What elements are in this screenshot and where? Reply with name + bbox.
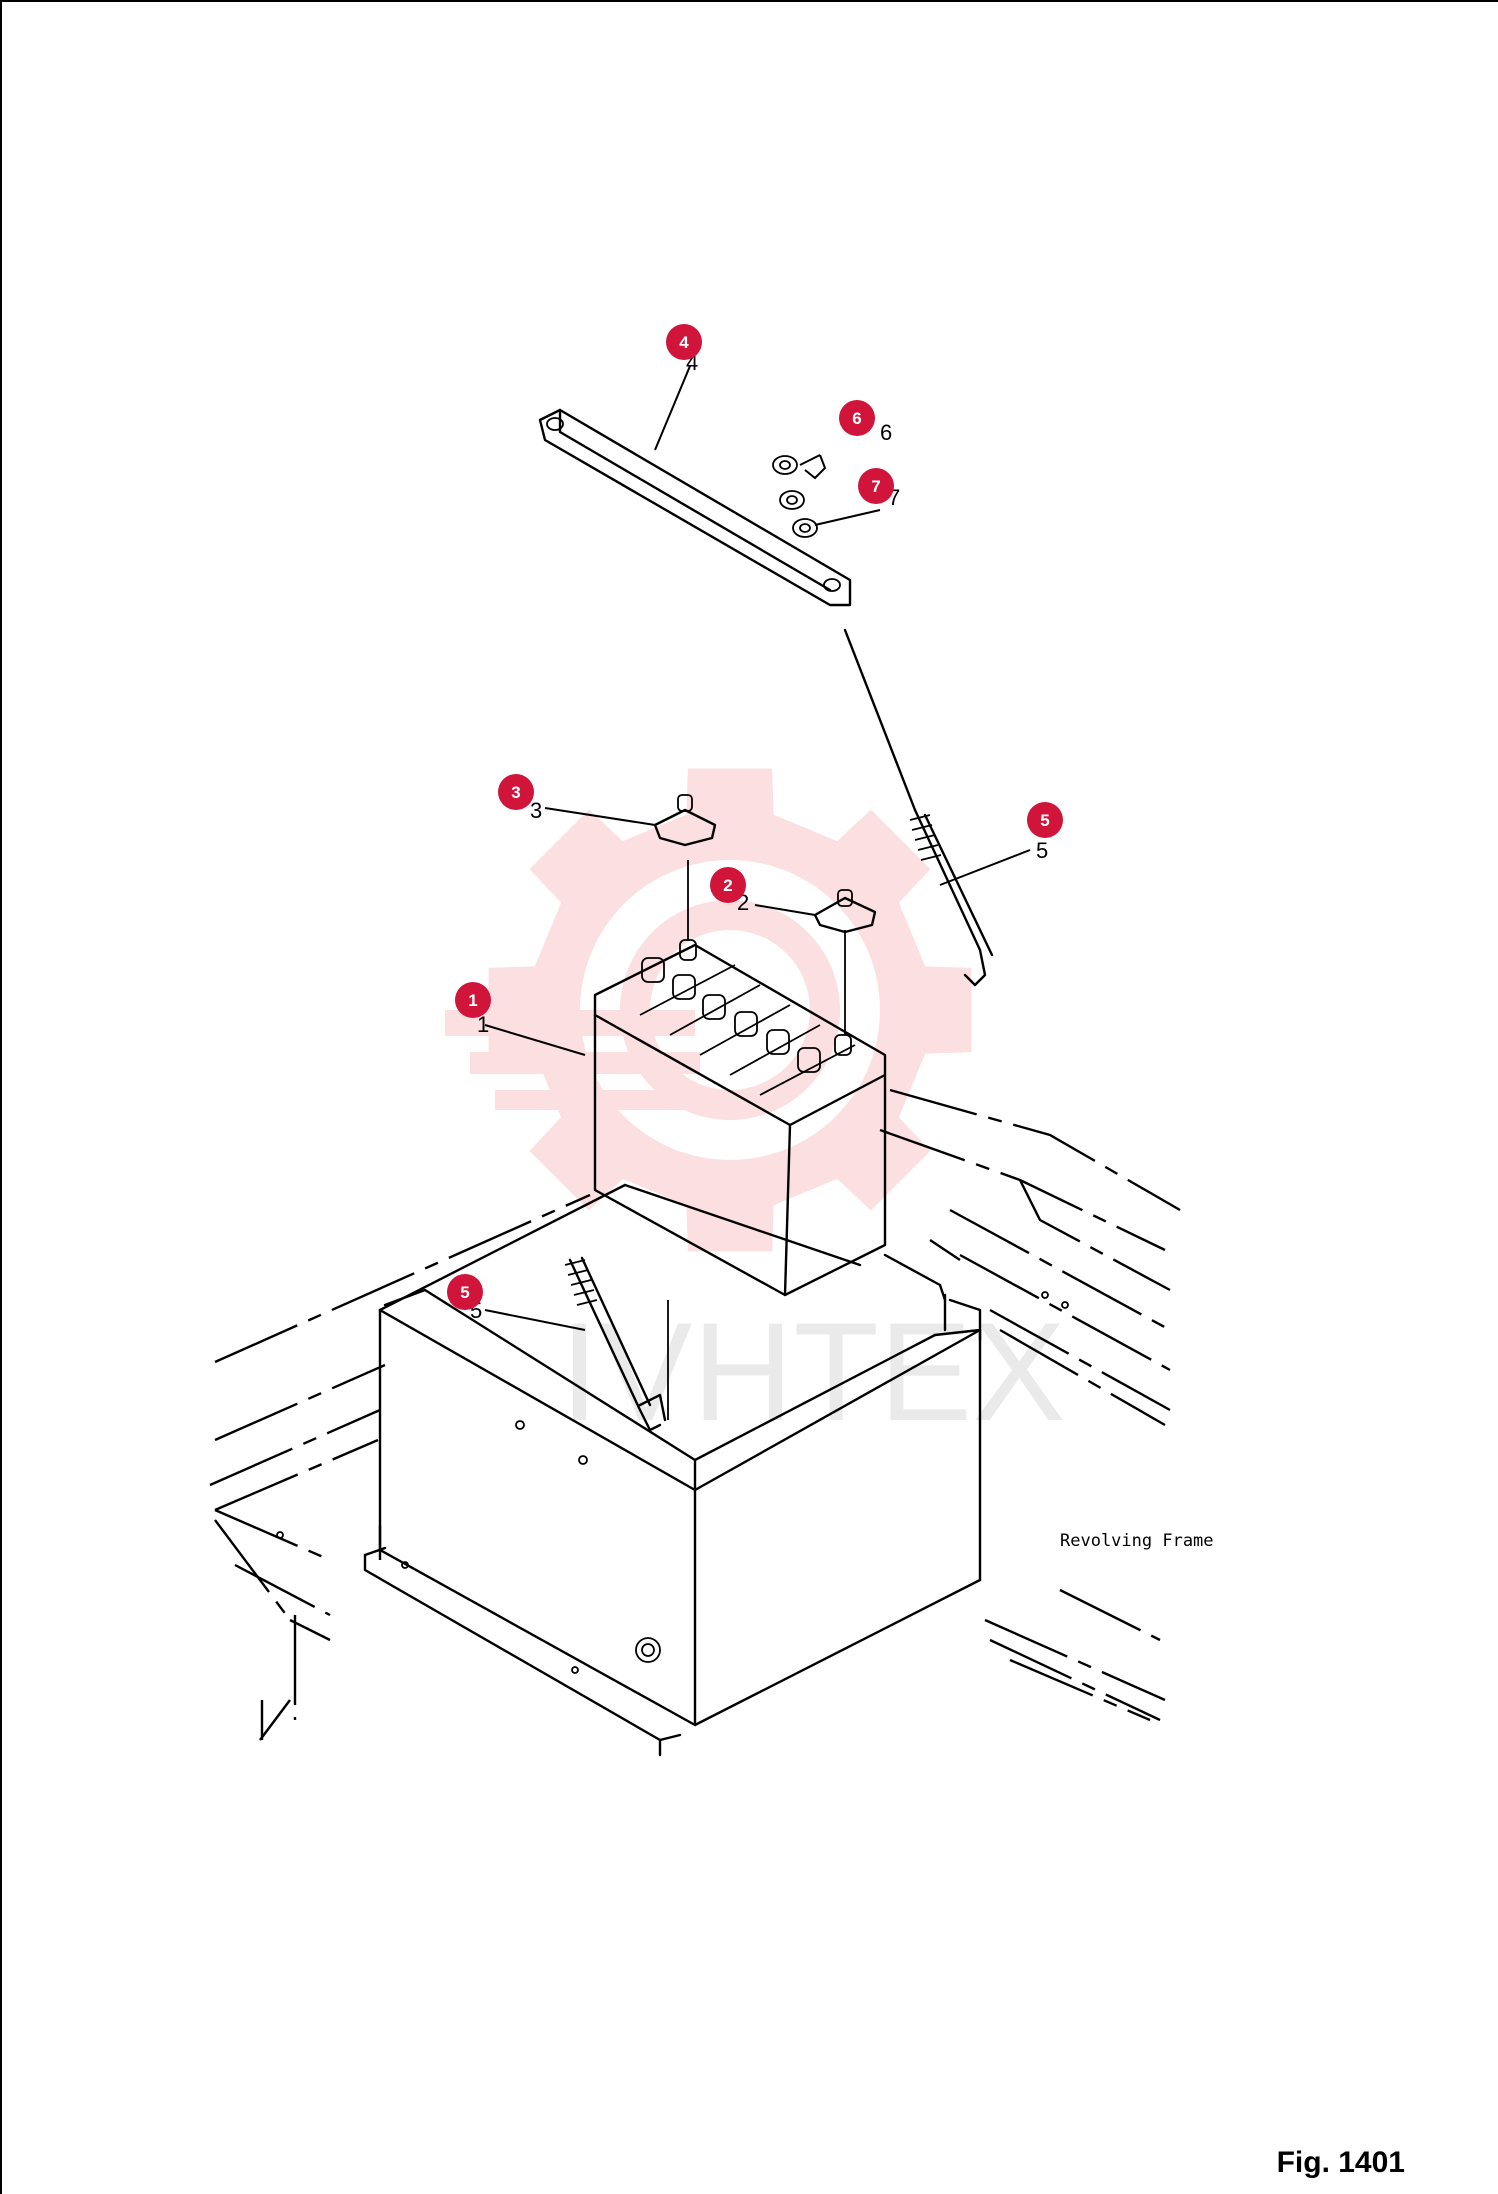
figure-label: Fig. 1401: [1277, 2146, 1405, 2179]
callout-3[interactable]: 3: [498, 774, 534, 810]
svg-text:4: 4: [679, 333, 689, 352]
hold-down-bar: [538, 408, 852, 607]
callout-5b[interactable]: 5: [447, 1274, 483, 1310]
callout-4[interactable]: 4: [666, 324, 702, 360]
j-bolt-upper: [843, 628, 994, 987]
battery-tray: [363, 1183, 982, 1757]
svg-text:7: 7: [871, 477, 880, 496]
ref-digit-6: 6: [880, 420, 892, 445]
svg-text:5: 5: [460, 1283, 469, 1302]
svg-text:3: 3: [511, 783, 520, 802]
watermark-text: IVHTEX: [560, 1293, 1066, 1450]
battery: [593, 860, 887, 1420]
terminal-3: [653, 794, 717, 847]
callout-1[interactable]: 1: [455, 982, 491, 1018]
ref-digit-3: 3: [530, 798, 542, 823]
svg-text:5: 5: [1040, 811, 1049, 830]
svg-text:2: 2: [723, 876, 732, 895]
ref-digit-5-upper: 5: [1036, 838, 1048, 863]
revolving-frame-label: Revolving Frame: [1060, 1531, 1214, 1551]
leader-lines: [484, 365, 1031, 1331]
j-bolt-lower: [564, 1256, 662, 1432]
revolving-frame: [209, 1088, 1181, 1741]
callout-7[interactable]: 7: [858, 468, 894, 504]
ref-digit-1: 1: [477, 1012, 489, 1037]
callout-5a[interactable]: 5: [1027, 802, 1063, 838]
nut-washer-set: [772, 455, 818, 538]
callout-2[interactable]: 2: [710, 867, 746, 903]
svg-text:1: 1: [468, 991, 477, 1010]
callout-badges: 4 6 7 3 2 5 1 5: [447, 324, 1063, 1310]
callout-6[interactable]: 6: [839, 400, 875, 436]
watermark-gear-icon: [445, 768, 972, 1252]
terminal-2: [813, 889, 877, 934]
svg-text:6: 6: [852, 409, 861, 428]
